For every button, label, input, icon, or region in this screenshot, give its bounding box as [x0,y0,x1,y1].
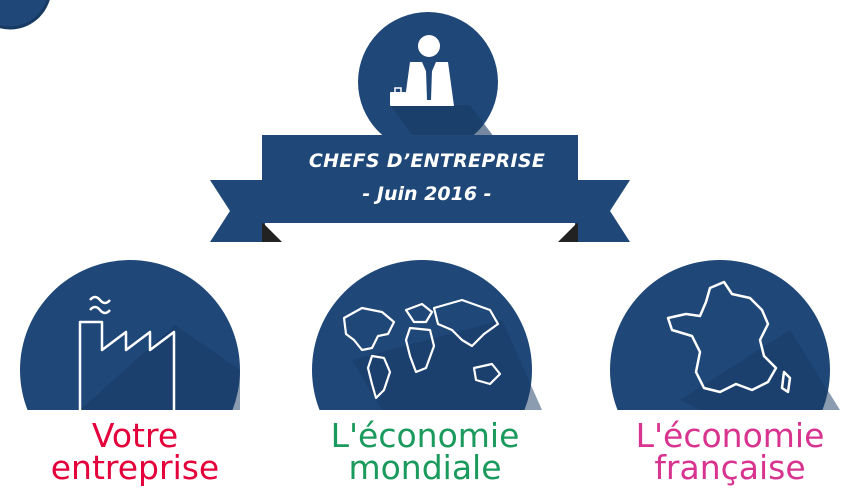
category-label-entreprise[interactable]: Votre entreprise [40,416,230,487]
category-label-line1: L'économie [635,416,825,455]
business-person-icon [390,35,454,106]
world-map-icon [342,298,502,400]
category-circle-monde[interactable] [302,260,542,410]
category-label-line2: mondiale [348,448,502,487]
france-map-icon [666,280,792,394]
category-label-line1: Votre [91,416,179,455]
report-title: CHEFS D’ENTREPRISE [308,150,546,172]
factory-icon [78,295,176,410]
category-circle-entreprise[interactable] [10,260,250,410]
category-label-line2: entreprise [50,448,220,487]
category-label-line2: française [654,448,806,487]
category-label-monde[interactable]: L'économie mondiale [320,416,530,487]
report-date: - Juin 2016 - [362,183,492,205]
category-label-france[interactable]: L'économie française [625,416,835,487]
category-circle-france[interactable] [600,260,840,410]
category-label-line1: L'économie [330,416,520,455]
header-badge [210,12,630,242]
corner-circle-decoration [0,0,50,30]
